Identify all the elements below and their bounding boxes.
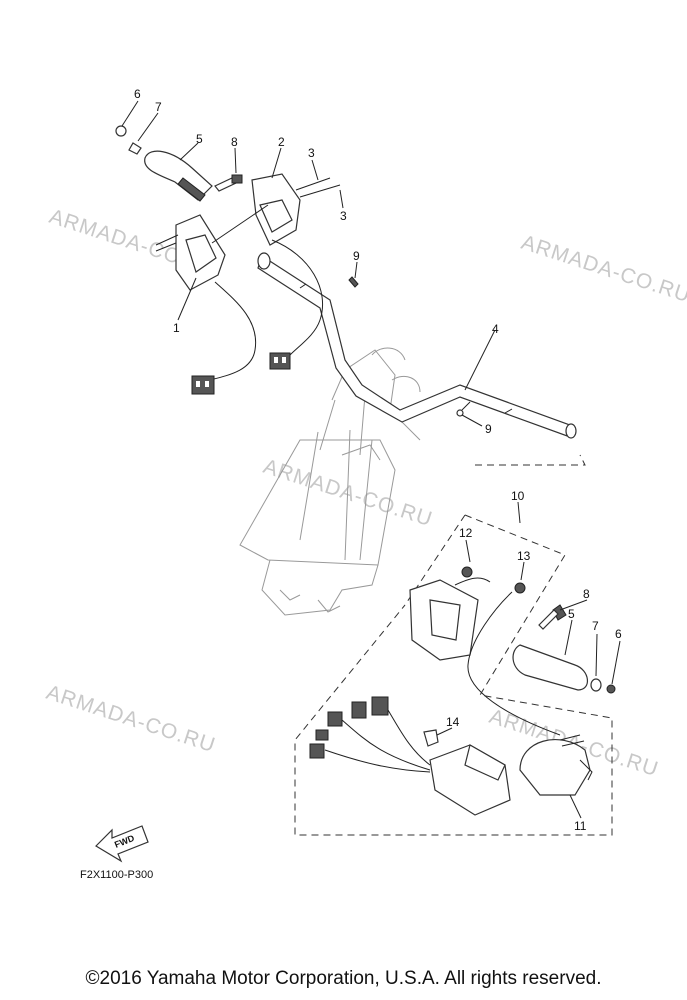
forward-arrow-icon: FWD [95, 825, 149, 863]
callout-11: 11 [574, 819, 587, 833]
right-switch-housing [211, 173, 341, 370]
callout-6: 6 [615, 627, 622, 641]
callout-13: 13 [517, 549, 531, 563]
left-grip [115, 125, 243, 202]
diagram-code: F2X1100-P300 [80, 869, 153, 881]
callout-6: 6 [134, 87, 141, 101]
handlebar [257, 252, 577, 439]
callout-5: 5 [568, 607, 575, 621]
callout-9: 9 [353, 249, 360, 263]
callout-8: 8 [231, 135, 238, 149]
module-14 [423, 729, 511, 816]
left-switch-assembly [155, 214, 257, 395]
callout-4: 4 [492, 322, 499, 336]
callout-10: 10 [511, 489, 525, 503]
steering-column-outline [239, 347, 421, 616]
screw-9 [348, 276, 471, 417]
callout-7: 7 [592, 619, 599, 633]
leader-lines [121, 100, 621, 819]
right-grip [512, 604, 616, 694]
switch-11 [519, 734, 593, 796]
callouts: 6 7 5 8 2 3 3 9 1 4 9 10 12 13 8 5 7 6 1… [134, 87, 622, 833]
watermark: ARMADA-CO.RU [43, 681, 218, 757]
callout-1: 1 [173, 321, 180, 335]
control-box [409, 566, 561, 736]
callout-8: 8 [583, 587, 590, 601]
callout-14: 14 [446, 715, 460, 729]
callout-2: 2 [278, 135, 285, 149]
callout-3: 3 [340, 209, 347, 223]
watermark: ARMADA-CO.RU [518, 231, 687, 307]
callout-9: 9 [485, 422, 492, 436]
wiring-harness [309, 696, 431, 773]
copyright-notice: ©2016 Yamaha Motor Corporation, U.S.A. A… [85, 968, 602, 989]
callout-5: 5 [196, 132, 203, 146]
callout-12: 12 [459, 526, 473, 540]
callout-3: 3 [308, 146, 315, 160]
callout-7: 7 [155, 100, 162, 114]
